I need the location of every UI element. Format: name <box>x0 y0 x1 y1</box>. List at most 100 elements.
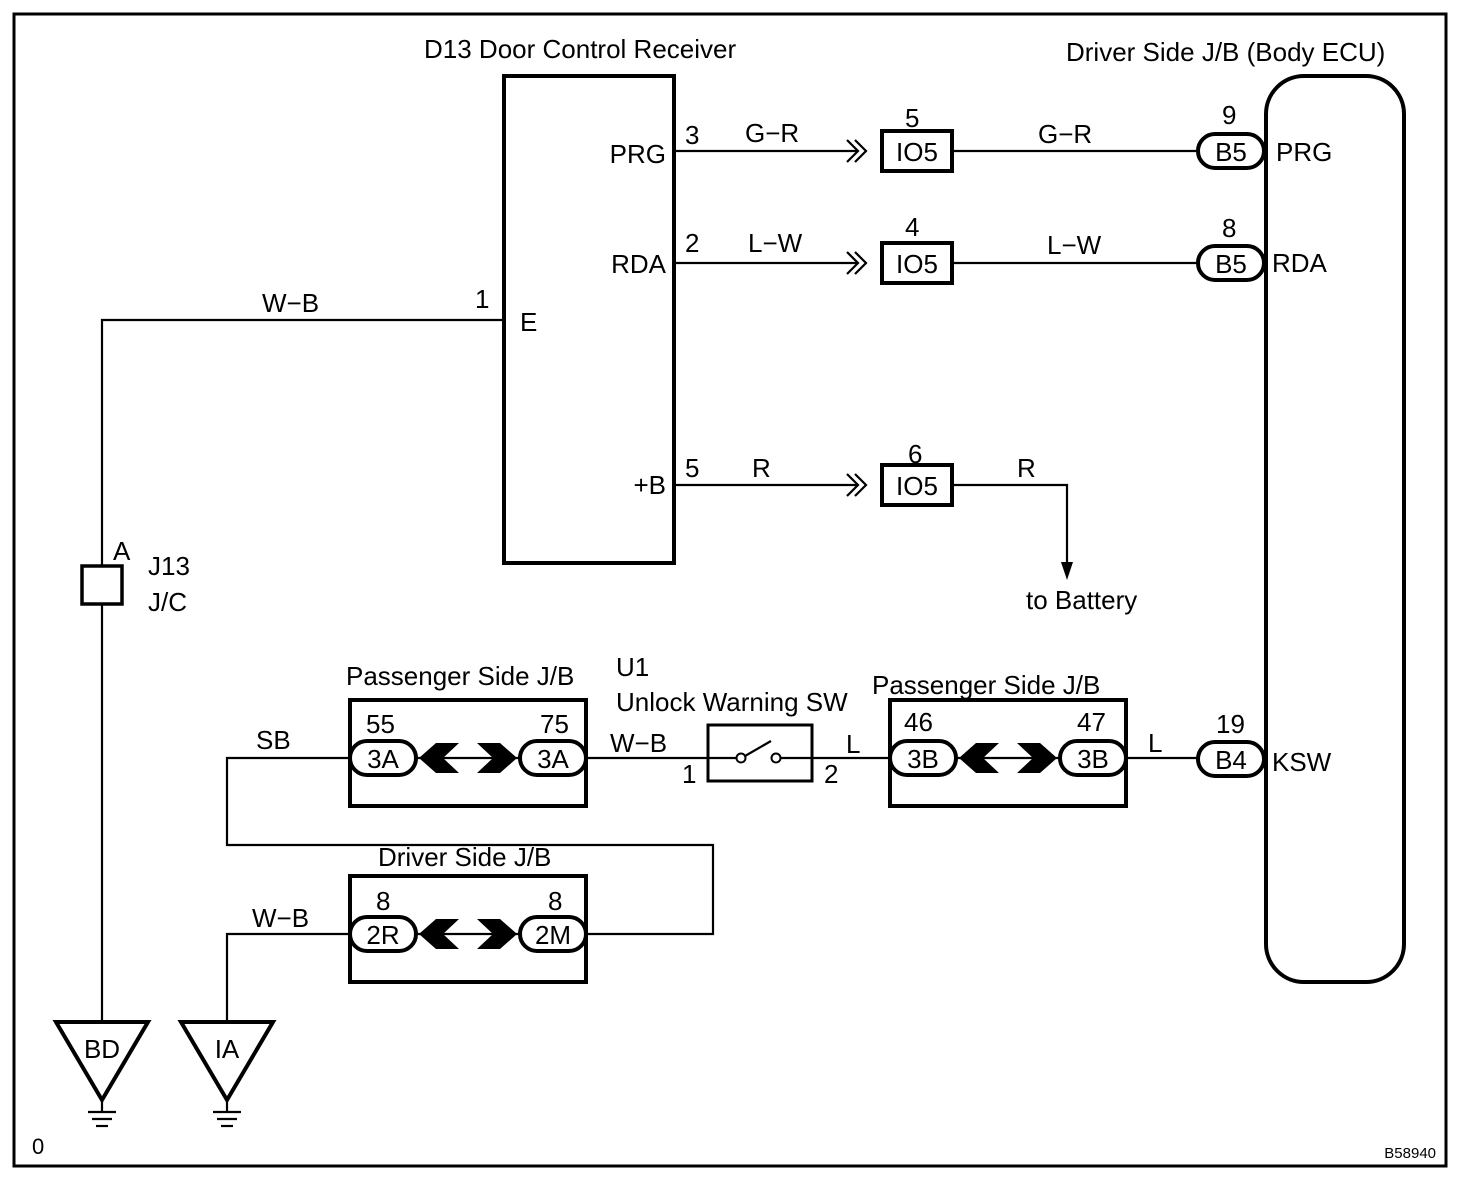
dj-left-num: 8 <box>376 886 390 916</box>
ground-ia: IA <box>177 1020 277 1128</box>
battery-arrow-icon <box>1061 562 1073 580</box>
wire-label-prg-left: G−R <box>745 118 799 148</box>
pj-left-arrow-left-icon <box>419 743 459 773</box>
receiver-pin-e: E <box>520 307 537 337</box>
battery-label: to Battery <box>1026 585 1137 615</box>
wire-label-rda-left: L−W <box>748 228 803 258</box>
receiver-pin-num-rda: 2 <box>685 228 699 258</box>
dj-title: Driver Side J/B <box>378 842 551 872</box>
wire-label-b-left: R <box>752 453 771 483</box>
ground-bd: BD <box>52 1020 152 1128</box>
connector-io5-rda-num: 4 <box>905 212 919 242</box>
junction-line2: J/C <box>148 587 187 617</box>
pj-right-left-num: 46 <box>904 707 933 737</box>
ecu-box <box>1264 74 1406 984</box>
wire-label-b-right: R <box>1017 453 1036 483</box>
connector-arrow-b <box>846 473 860 497</box>
connector-arrow-prg <box>846 139 860 163</box>
connector-arrow-rda-2 <box>854 251 868 275</box>
ecu-title: Driver Side J/B (Body ECU) <box>1066 37 1385 67</box>
connector-b4-ksw-label: B4 <box>1215 745 1247 775</box>
ground-ia-label: IA <box>215 1034 240 1064</box>
receiver-pin-b: +B <box>633 470 666 500</box>
wire-label-ground-ia: W−B <box>252 903 309 933</box>
connector-io5-b-num: 6 <box>908 439 922 469</box>
wire-ground-ia <box>225 932 350 1022</box>
wire-label-rda-right: L−W <box>1047 230 1102 260</box>
wire-ground-main <box>100 318 504 566</box>
switch-box <box>706 723 814 783</box>
junction-line1: J13 <box>148 551 190 581</box>
connector-b5-rda <box>1196 244 1266 282</box>
pj-left-title: Passenger Side J/B <box>346 661 574 691</box>
wire-label-ecu-ksw: L <box>1148 728 1162 758</box>
switch-contact-right <box>770 752 782 764</box>
connector-io5-prg <box>880 129 954 173</box>
dj-left-label: 2R <box>366 920 399 950</box>
pj-right-right-num: 47 <box>1077 707 1106 737</box>
pj-right-left-label: 3B <box>907 744 939 774</box>
dj-arrow-right-icon <box>477 919 517 949</box>
ecu-pin-prg: PRG <box>1276 137 1332 167</box>
receiver-pin-prg: PRG <box>610 139 666 169</box>
dj-arrow-left-icon <box>419 919 459 949</box>
connector-io5-rda <box>880 241 954 285</box>
switch-lever <box>744 740 772 757</box>
pj-left-left-label: 3A <box>367 744 399 774</box>
pj-left-left-num: 55 <box>366 709 395 739</box>
switch-code: U1 <box>616 652 649 682</box>
pj-left-arrow-right-icon <box>477 743 517 773</box>
ecu-pin-ksw: KSW <box>1272 747 1332 777</box>
wire-label-prg-right: G−R <box>1038 119 1092 149</box>
connector-b5-prg <box>1196 132 1266 170</box>
switch-title: Unlock Warning SW <box>616 687 848 717</box>
footer-left: 0 <box>32 1134 44 1159</box>
footer-code: B58940 <box>1384 1145 1436 1162</box>
wire-label-ground-main: W−B <box>262 288 319 318</box>
connector-b5-rda-label: B5 <box>1215 249 1247 279</box>
junction-pin: A <box>113 536 131 566</box>
receiver-pin-num-prg: 3 <box>685 120 699 150</box>
switch-contact-left <box>735 752 747 764</box>
receiver-pin-num-e: 1 <box>475 284 489 314</box>
pj-right-arrow-right-icon <box>1017 743 1057 773</box>
ecu-pin-rda: RDA <box>1272 248 1328 278</box>
wire-b-to-battery <box>952 483 1069 568</box>
switch-pin2: 2 <box>824 759 838 789</box>
connector-b5-rda-num: 8 <box>1222 213 1236 243</box>
pj-right-title: Passenger Side J/B <box>872 670 1100 700</box>
receiver-pin-num-b: 5 <box>685 453 699 483</box>
connector-arrow-prg-2 <box>854 139 868 163</box>
pj-right-arrow-left-icon <box>959 743 999 773</box>
connector-arrow-rda <box>846 251 860 275</box>
connector-arrow-b-2 <box>854 473 868 497</box>
connector-b5-prg-num: 9 <box>1222 100 1236 130</box>
switch-pin1: 1 <box>682 759 696 789</box>
connector-b4-ksw-num: 19 <box>1216 709 1245 739</box>
pj-left-right-label: 3A <box>537 744 569 774</box>
receiver-pin-rda: RDA <box>611 249 667 279</box>
ground-bd-label: BD <box>84 1034 120 1064</box>
connector-io5-prg-label: IO5 <box>896 137 938 167</box>
wire-label-sw-left: W−B <box>610 728 667 758</box>
diagram-frame <box>12 12 1448 1168</box>
dj-right-num: 8 <box>548 886 562 916</box>
wire-label-sw-right: L <box>846 729 860 759</box>
ground-ia-triangle <box>177 1020 277 1104</box>
pj-left-right-num: 75 <box>540 709 569 739</box>
connector-io5-rda-label: IO5 <box>896 249 938 279</box>
wire-label-sb: SB <box>256 725 291 755</box>
ground-bd-triangle <box>52 1020 152 1104</box>
connector-b5-prg-label: B5 <box>1215 137 1247 167</box>
dj-right-label: 2M <box>535 920 571 950</box>
receiver-box <box>502 74 676 565</box>
connector-b4-ksw <box>1196 740 1266 778</box>
junction-j13 <box>80 564 124 606</box>
connector-io5-b-label: IO5 <box>896 471 938 501</box>
receiver-title: D13 Door Control Receiver <box>424 34 736 64</box>
wire-sb-loop <box>225 756 715 936</box>
pj-right-right-label: 3B <box>1077 744 1109 774</box>
connector-io5-prg-num: 5 <box>905 103 919 133</box>
connector-io5-b <box>880 463 954 507</box>
